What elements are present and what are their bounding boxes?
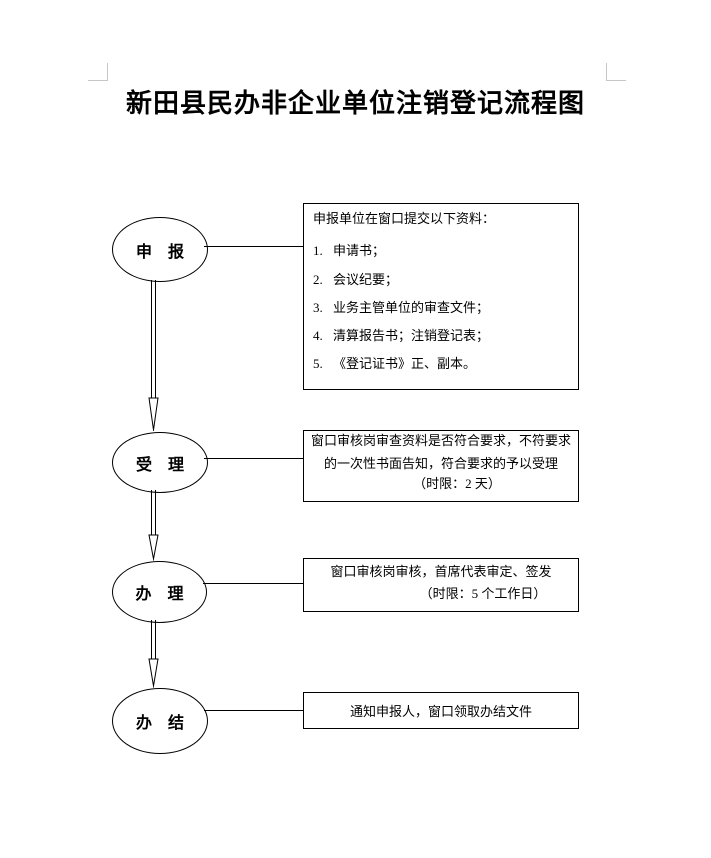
box-accept-review: 窗口审核岗审查资料是否符合要求，不符要求 的一次性书面告知，符合要求的予以受理 … xyxy=(303,430,579,502)
ellipse-process: 办 理 xyxy=(112,561,207,623)
list-item-number: 2. xyxy=(313,272,323,287)
margin-mark-top-right xyxy=(606,63,626,81)
page-title: 新田县民办非企业单位注销登记流程图 xyxy=(125,88,585,118)
connector-declare xyxy=(204,246,303,247)
ellipse-declare-label: 申 报 xyxy=(135,243,184,261)
list-item: 5. 《登记证书》正、副本。 xyxy=(313,355,569,372)
list-item-text: 《登记证书》正、副本。 xyxy=(333,356,477,371)
box2-line: 窗口审核岗审查资料是否符合要求，不符要求 xyxy=(310,433,571,448)
box2-line: 的一次性书面告知，符合要求的予以受理 xyxy=(323,456,558,471)
box3-time-limit: （时限：5 个工作日） xyxy=(419,586,547,601)
ellipse-declare: 申 报 xyxy=(112,217,208,282)
box1-heading: 申报单位在窗口提交以下资料： xyxy=(313,211,496,226)
box-process-approval: 窗口审核岗审核，首席代表审定、签发 （时限：5 个工作日） xyxy=(303,558,579,612)
ellipse-accept: 受 理 xyxy=(112,432,208,493)
flow-arrow-down-icon xyxy=(148,620,159,688)
connector-complete xyxy=(204,710,303,711)
list-item: 1. 申请书； xyxy=(313,242,569,259)
flow-arrow-down-icon xyxy=(148,280,159,431)
ellipse-complete-label: 办 结 xyxy=(135,715,184,732)
list-item-text: 申请书； xyxy=(333,243,386,258)
margin-mark-top-left xyxy=(88,63,108,81)
flow-arrow-down-icon xyxy=(148,490,159,561)
list-item-number: 5. xyxy=(313,356,323,371)
box3-line: 窗口审核岗审核，首席代表审定、签发 xyxy=(330,564,552,579)
list-item-number: 1. xyxy=(313,243,323,258)
list-item-number: 4. xyxy=(313,328,323,343)
list-item-text: 会议纪要； xyxy=(333,272,399,287)
connector-process xyxy=(203,583,303,584)
list-item: 2. 会议纪要； xyxy=(313,271,569,288)
connector-accept xyxy=(204,458,303,459)
box2-time-limit: （时限：2 天） xyxy=(413,476,501,491)
list-item: 4. 清算报告书；注销登记表； xyxy=(313,327,569,344)
list-item: 3. 业务主管单位的审查文件； xyxy=(313,299,569,316)
ellipse-process-label: 办 理 xyxy=(135,586,184,603)
ellipse-complete: 办 结 xyxy=(112,688,208,754)
box-declare-materials: 申报单位在窗口提交以下资料： 1. 申请书； 2. 会议纪要； 3. 业务主管单位的审… xyxy=(303,203,579,390)
ellipse-accept-label: 受 理 xyxy=(135,456,184,474)
list-item-text: 清算报告书；注销登记表； xyxy=(333,328,490,343)
box-complete-notice: 通知申报人，窗口领取办结文件 xyxy=(303,692,579,729)
list-item-text: 业务主管单位的审查文件； xyxy=(333,300,490,315)
box4-line: 通知申报人，窗口领取办结文件 xyxy=(349,704,532,719)
list-item-number: 3. xyxy=(313,300,323,315)
